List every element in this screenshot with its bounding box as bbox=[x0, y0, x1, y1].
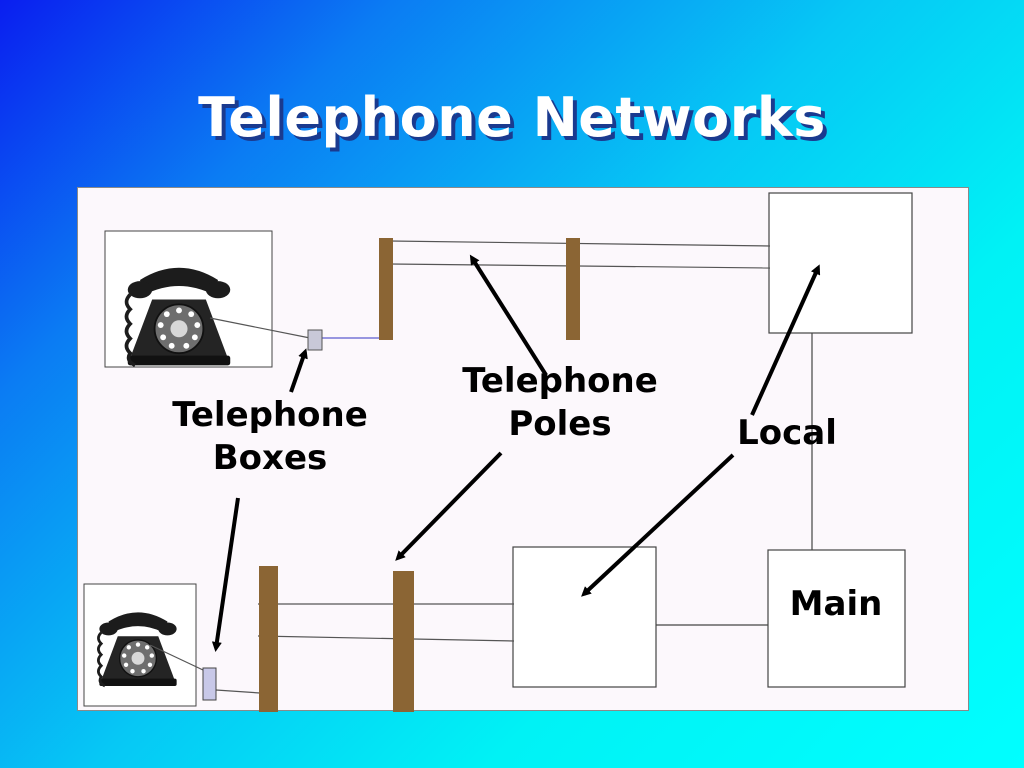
top-local-office bbox=[768, 192, 913, 334]
arrow-icon bbox=[211, 497, 240, 652]
bottom-local-office bbox=[512, 546, 657, 688]
telephone-box-icon bbox=[307, 329, 323, 351]
telephone-pole-icon bbox=[566, 238, 580, 340]
slide-title: Telephone Networks bbox=[198, 86, 826, 149]
main-office-label: Main bbox=[789, 584, 883, 624]
telephone-pole-icon bbox=[379, 238, 393, 340]
local-office-label: Local bbox=[737, 413, 837, 453]
main-office bbox=[767, 549, 906, 688]
telephone-boxes-label: Telephone Boxes bbox=[172, 395, 368, 478]
arrow-icon bbox=[395, 451, 503, 561]
arrow-icon bbox=[581, 453, 735, 597]
telephone-pole-icon bbox=[259, 566, 278, 712]
arrow-icon bbox=[750, 264, 821, 416]
telephone-box-icon bbox=[202, 667, 217, 701]
telephone-poles-label: Telephone Poles bbox=[462, 361, 658, 444]
bottom-phone-lines bbox=[149, 603, 515, 694]
telephone-pole-icon bbox=[393, 571, 414, 712]
arrow-icon bbox=[469, 254, 548, 377]
arrow-icon bbox=[289, 348, 308, 393]
